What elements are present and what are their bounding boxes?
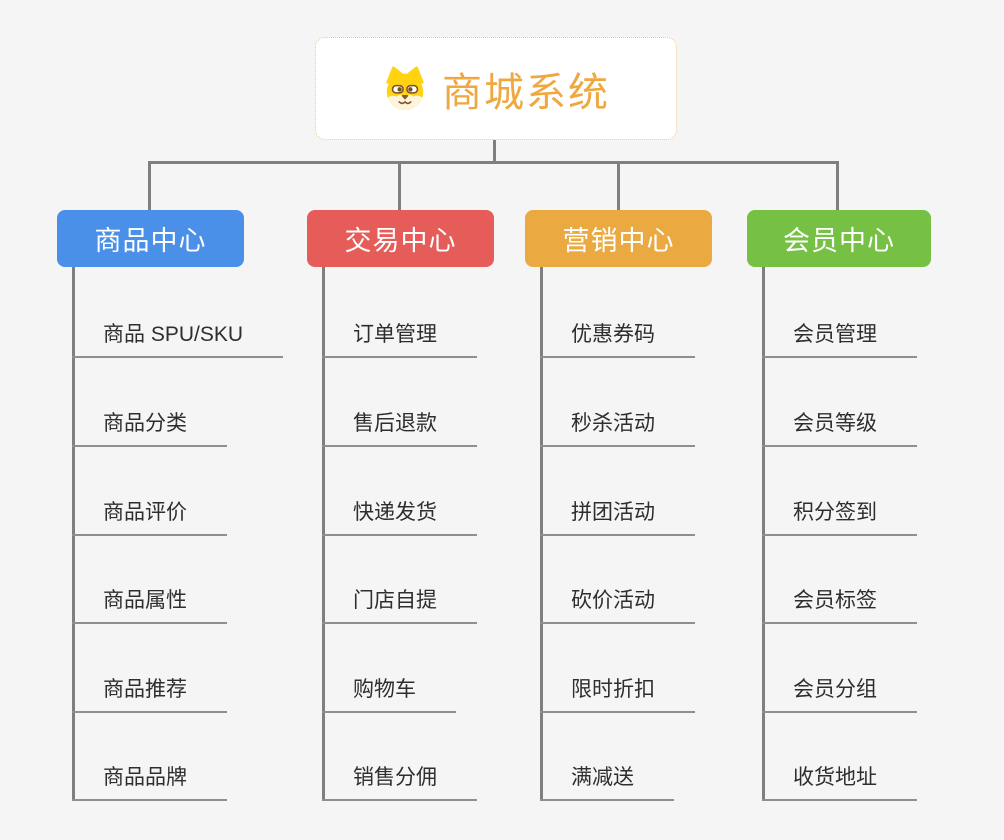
child-topic[interactable]: 商品 SPU/SKU [72, 323, 284, 358]
marketing-center-node[interactable]: 营销中心 [525, 210, 712, 267]
connector-drop-trade [398, 161, 401, 210]
child-topic[interactable]: 快递发货 [322, 501, 477, 536]
child-topic[interactable]: 门店自提 [322, 589, 477, 624]
product-center-node[interactable]: 商品中心 [57, 210, 244, 267]
child-topic[interactable]: 订单管理 [322, 323, 477, 358]
child-topic[interactable]: 会员等级 [762, 412, 917, 447]
child-topic[interactable]: 购物车 [322, 678, 456, 713]
connector-root-stub [493, 139, 496, 164]
child-topic[interactable]: 商品属性 [72, 589, 227, 624]
child-topic[interactable]: 商品推荐 [72, 678, 227, 713]
connector-drop-product [148, 161, 151, 210]
root-node[interactable]: 商城系统 [315, 37, 677, 140]
child-topic[interactable]: 会员标签 [762, 589, 917, 624]
child-topic[interactable]: 收货地址 [762, 766, 917, 801]
branch-member-center: 会员中心 会员管理 会员等级 积分签到 会员标签 会员分组 收货地址 [747, 210, 931, 810]
child-topic[interactable]: 销售分佣 [322, 766, 477, 801]
connector-horizontal-line [148, 161, 839, 164]
child-topic[interactable]: 商品品牌 [72, 766, 227, 801]
child-topic[interactable]: 商品分类 [72, 412, 227, 447]
connector-drop-marketing [617, 161, 620, 210]
child-topic[interactable]: 会员管理 [762, 323, 917, 358]
child-topic[interactable]: 砍价活动 [540, 589, 695, 624]
child-topic[interactable]: 优惠券码 [540, 323, 695, 358]
connector-drop-member [836, 161, 839, 210]
child-topic[interactable]: 满减送 [540, 766, 674, 801]
child-topic[interactable]: 秒杀活动 [540, 412, 695, 447]
child-topic[interactable]: 积分签到 [762, 501, 917, 536]
root-title: 商城系统 [442, 70, 610, 115]
child-topic[interactable]: 售后退款 [322, 412, 477, 447]
branch-product-center: 商品中心 商品 SPU/SKU 商品分类 商品评价 商品属性 商品推荐 商品品牌 [57, 210, 284, 810]
branch-trade-center: 交易中心 订单管理 售后退款 快递发货 门店自提 购物车 销售分佣 [307, 210, 494, 810]
trade-center-node[interactable]: 交易中心 [307, 210, 494, 267]
branch-marketing-center: 营销中心 优惠券码 秒杀活动 拼团活动 砍价活动 限时折扣 满减送 [525, 210, 712, 810]
child-topic[interactable]: 会员分组 [762, 678, 917, 713]
dog-face-icon [382, 65, 428, 112]
member-center-node[interactable]: 会员中心 [747, 210, 931, 267]
child-topic[interactable]: 限时折扣 [540, 678, 695, 713]
child-topic[interactable]: 商品评价 [72, 501, 227, 536]
child-topic[interactable]: 拼团活动 [540, 501, 695, 536]
